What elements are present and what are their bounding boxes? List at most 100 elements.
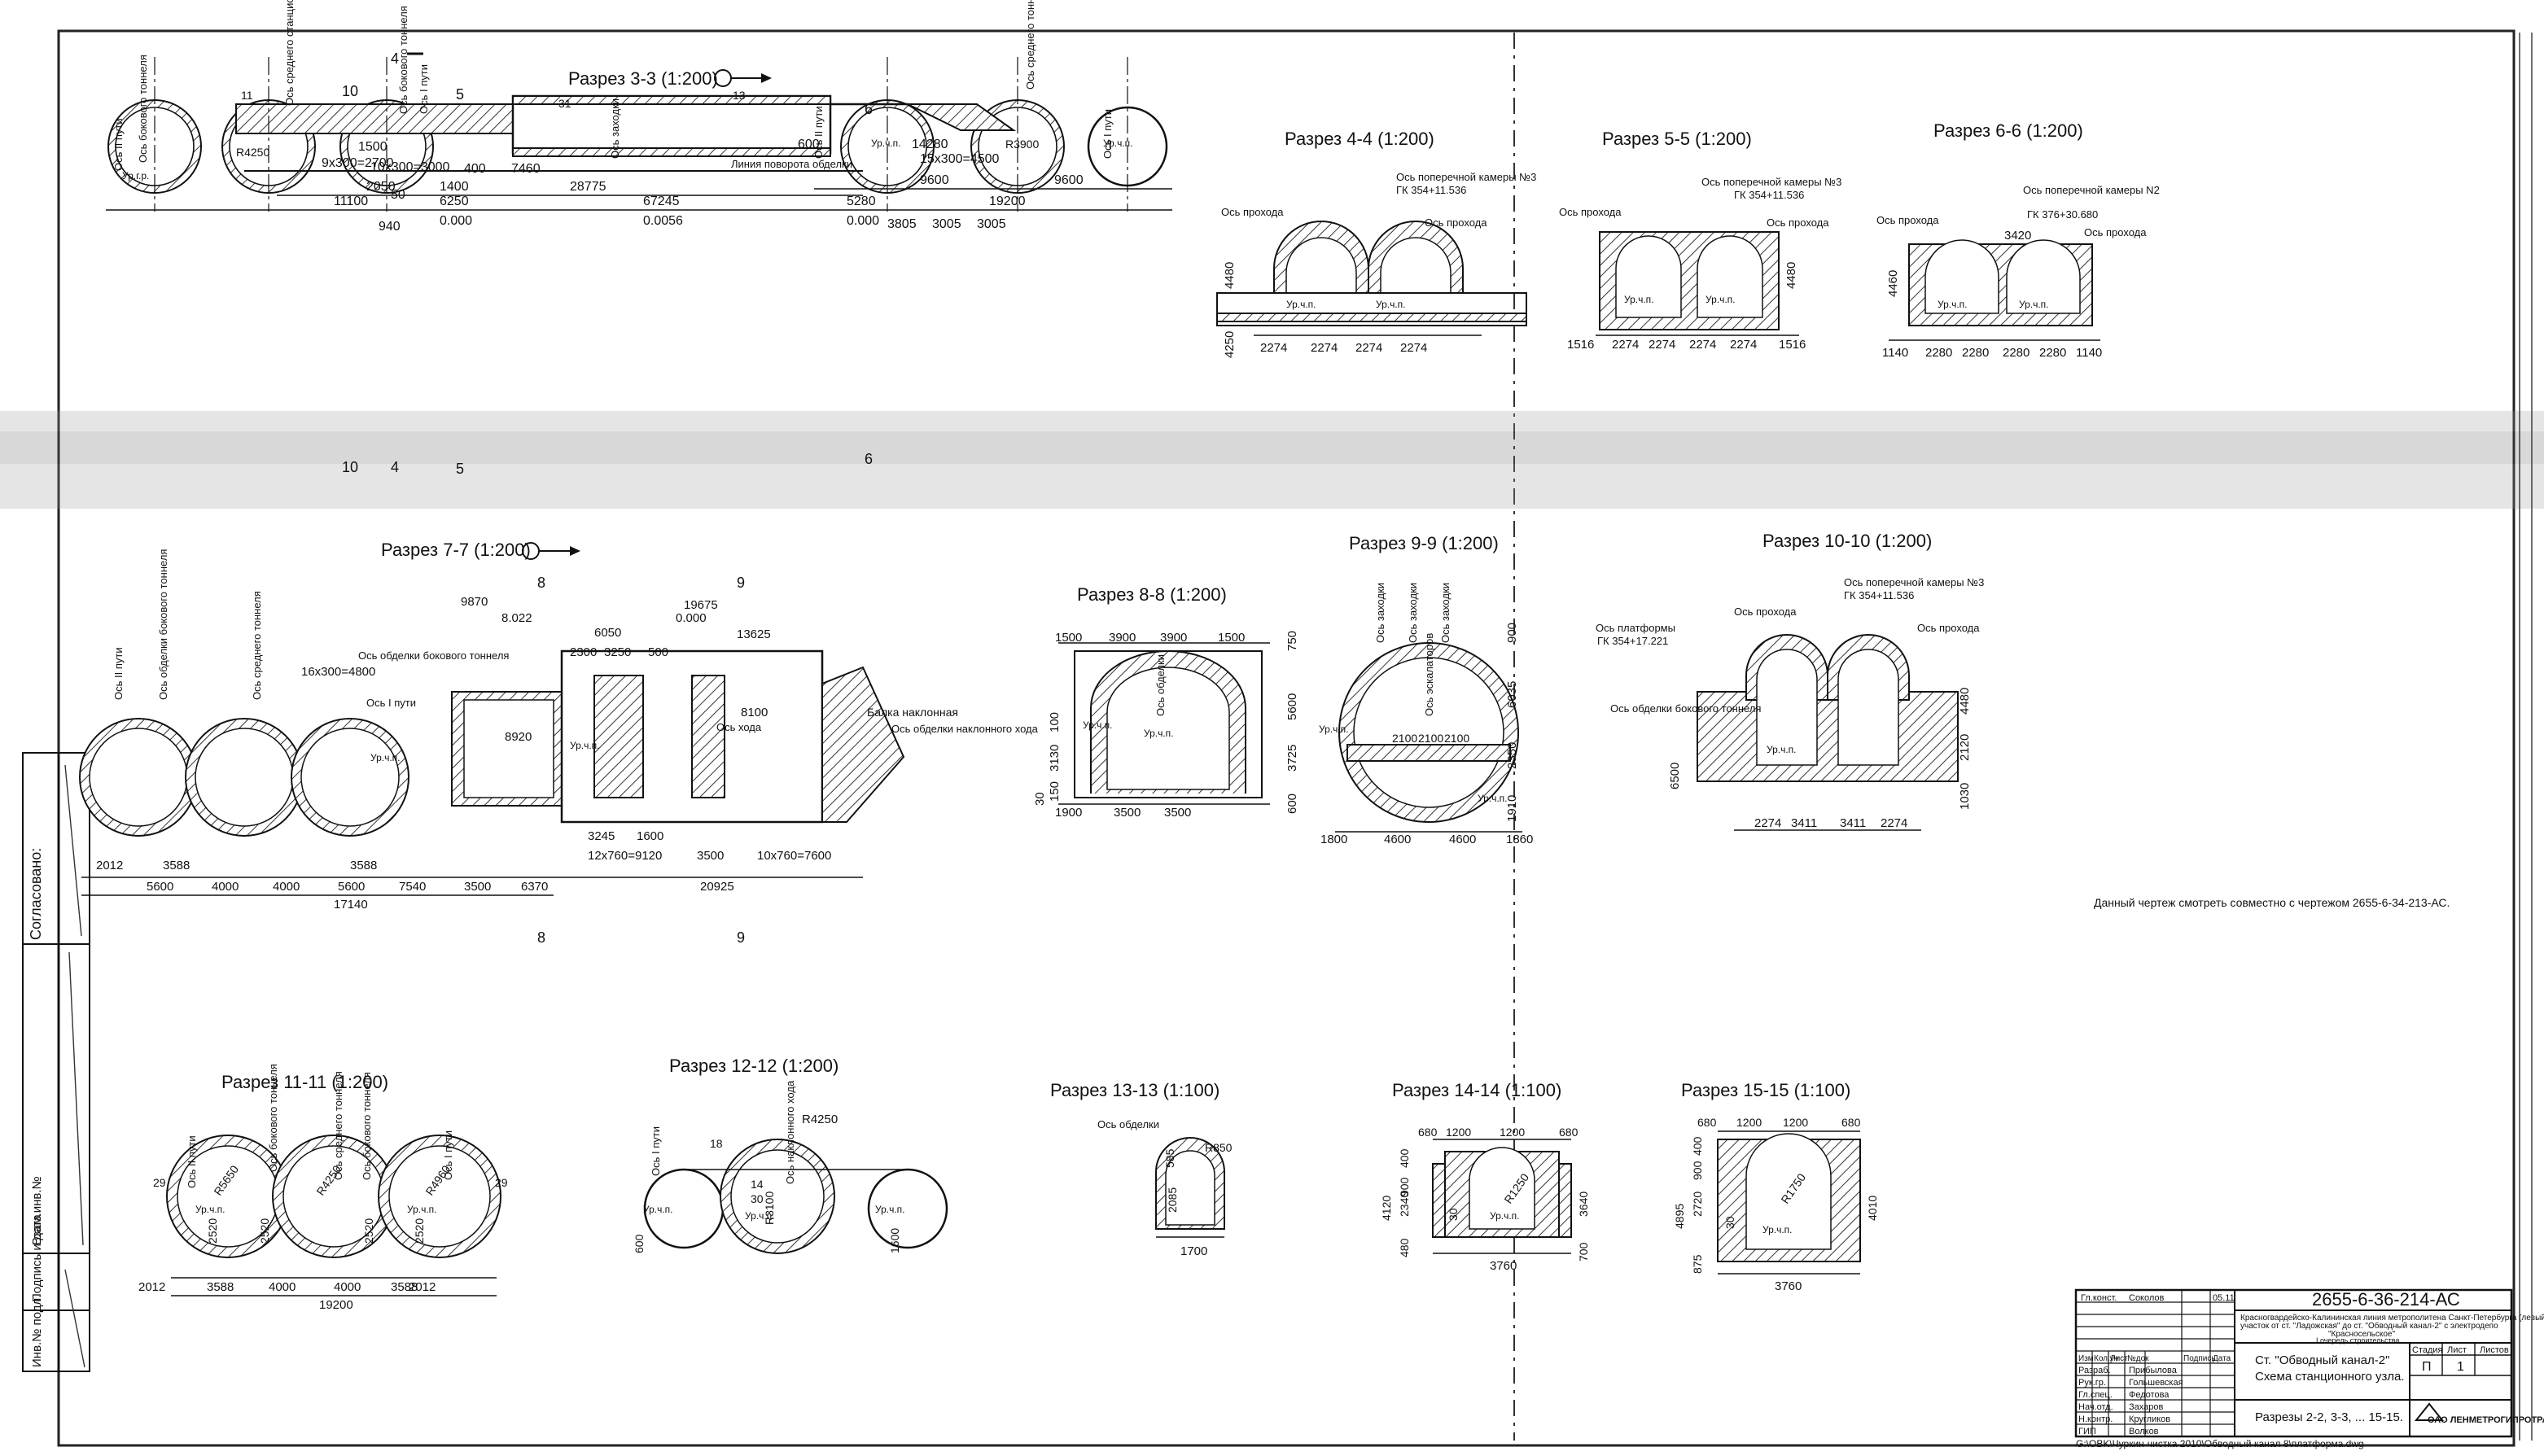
note: Ось наклонного хода bbox=[784, 1080, 796, 1184]
dim: 875 bbox=[1691, 1254, 1704, 1274]
level-mark: Ур.ч.п. bbox=[643, 1204, 673, 1215]
dim: 3760 bbox=[1775, 1279, 1802, 1293]
note: Ось I пути bbox=[1101, 109, 1114, 159]
level-mark: Ур.ч.п. bbox=[195, 1204, 226, 1215]
dim: 2350 bbox=[1505, 742, 1519, 769]
sig-name: Гольшевская bbox=[2129, 1378, 2183, 1388]
dim: 4000 bbox=[269, 1280, 296, 1294]
level: 8.022 bbox=[501, 611, 532, 625]
sig-name: Волков bbox=[2129, 1427, 2159, 1436]
pk-note: ГК 376+30.680 bbox=[2027, 208, 2098, 221]
dim: 8100 bbox=[741, 706, 768, 719]
dim: 30 bbox=[1033, 792, 1047, 806]
dim: 4010 bbox=[1866, 1196, 1879, 1221]
dim: 2120 bbox=[1958, 734, 1972, 761]
sig-header: Подпись bbox=[2183, 1354, 2216, 1363]
dim: 3725 bbox=[1285, 745, 1299, 772]
dim: 400 bbox=[1691, 1136, 1704, 1156]
dim: 3420 bbox=[2004, 229, 2031, 243]
cut-mark: 8 bbox=[537, 575, 545, 591]
section-title: Разрез 10-10 (1:200) bbox=[1762, 531, 1932, 551]
dim: 2300 bbox=[570, 645, 597, 659]
dim: 4895 bbox=[1673, 1204, 1686, 1229]
dim: 2012 bbox=[138, 1280, 165, 1294]
dim: 2274 bbox=[1754, 816, 1781, 830]
section-9-9: Разрез 9-9 (1:200) 1800 4600 4600 1860 9… bbox=[1319, 533, 1533, 846]
dim: 2274 bbox=[1649, 338, 1675, 352]
dim: 4000 bbox=[334, 1280, 361, 1294]
section-title: Разрез 3-3 (1:200) bbox=[568, 68, 718, 89]
sig-name: Кругликов bbox=[2129, 1414, 2170, 1424]
dim: 1516 bbox=[1567, 338, 1594, 352]
dim: 680 bbox=[1841, 1116, 1861, 1129]
cut-mark: 9 bbox=[737, 575, 745, 591]
replaces-label: Взам.инв.№ bbox=[30, 1176, 44, 1245]
note: Ось обделки бокового тоннеля bbox=[157, 549, 169, 700]
note: Ось заходки bbox=[609, 98, 621, 159]
level-mark: Ур.ч.п. bbox=[1103, 138, 1133, 149]
dim: 30 bbox=[1723, 1216, 1736, 1229]
signature-rows: Разраб. Прибылова Рук.гр. Гольшевская Гл… bbox=[2078, 1366, 2183, 1436]
dim: 3760 bbox=[1490, 1259, 1517, 1273]
note: Ось обделки bbox=[1154, 654, 1167, 716]
dim: 3500 bbox=[1114, 806, 1141, 820]
cut-mark: 8 bbox=[537, 929, 545, 946]
dim: 9600 bbox=[920, 173, 949, 187]
section-title: Разрез 5-5 (1:200) bbox=[1602, 129, 1752, 149]
dim: 480 bbox=[1398, 1238, 1411, 1257]
level-mark: Ур.г.р. bbox=[122, 170, 149, 181]
dim: 1200 bbox=[1446, 1126, 1471, 1139]
note: Ось II пути bbox=[112, 647, 125, 700]
dim: 10х300=3000 bbox=[370, 160, 450, 174]
note: Ось бокового тоннеля bbox=[397, 6, 409, 114]
dim: 2012 bbox=[409, 1280, 436, 1294]
sig-name: Прибылова bbox=[2129, 1366, 2178, 1375]
cut-mark: 4 bbox=[391, 459, 399, 475]
dim: 1500 bbox=[358, 140, 388, 154]
dim: 5280 bbox=[847, 195, 876, 208]
top-note: Ось поперечной камеры №3 bbox=[1701, 176, 1841, 188]
section-title: Разрез 13-13 (1:100) bbox=[1050, 1080, 1219, 1100]
dim: 1600 bbox=[637, 829, 663, 843]
dim: 11100 bbox=[334, 195, 368, 208]
dim: 13625 bbox=[737, 627, 771, 641]
sheet-head: Лист bbox=[2447, 1345, 2467, 1355]
dim: 2085 bbox=[1166, 1187, 1179, 1213]
sig-role: Н.контр. bbox=[2078, 1414, 2113, 1424]
agreed-label: Согласовано: bbox=[28, 848, 44, 940]
note: Ось I пути bbox=[418, 64, 430, 114]
section-3-3: Разрез 3-3 (1:200) 11100 62 bbox=[106, 0, 1172, 234]
dim: 16х300=4800 bbox=[301, 665, 375, 679]
cut-mark: 5 bbox=[456, 461, 464, 477]
callout: 30 bbox=[751, 1192, 764, 1205]
note: Ось платформы bbox=[1596, 622, 1675, 634]
dim: 1400 bbox=[440, 180, 469, 194]
dim: 3805 bbox=[887, 217, 917, 231]
dim: 2280 bbox=[1925, 346, 1952, 360]
section-title: Разрез 9-9 (1:200) bbox=[1349, 533, 1499, 553]
station-title: Ст. "Обводный канал-2" bbox=[2255, 1353, 2389, 1367]
project-line: "Красносельское" bbox=[2328, 1330, 2395, 1339]
dim: 1860 bbox=[1506, 833, 1533, 846]
cut-mark: 10 bbox=[342, 459, 358, 475]
dim: 1600 bbox=[888, 1228, 901, 1253]
level-mark: Ур.ч.п. bbox=[875, 1204, 905, 1215]
dim: 400 bbox=[464, 162, 486, 176]
cut-mark: 10 bbox=[342, 83, 358, 99]
dim: 3411 bbox=[1840, 816, 1866, 830]
level: 0.000 bbox=[440, 214, 472, 228]
dim: 2274 bbox=[1355, 341, 1382, 355]
section-14-14: Разрез 14-14 (1:100) 680 1200 1200 680 3… bbox=[1380, 1080, 1590, 1273]
section-title: Разрез 6-6 (1:200) bbox=[1933, 120, 2083, 141]
dim: 19675 bbox=[684, 598, 718, 612]
stage-head: Стадия bbox=[2412, 1345, 2443, 1355]
dim: 28775 bbox=[570, 180, 606, 194]
dim: 3500 bbox=[464, 880, 491, 894]
pk-note: ГК 354+11.536 bbox=[1396, 184, 1466, 196]
sig-name: Захаров bbox=[2129, 1402, 2163, 1412]
dim: 4000 bbox=[212, 880, 239, 894]
dim: 8920 bbox=[505, 730, 532, 744]
dim: 900 bbox=[1505, 623, 1519, 643]
dim: 1140 bbox=[1882, 346, 1908, 360]
dim: 2520 bbox=[413, 1218, 426, 1244]
